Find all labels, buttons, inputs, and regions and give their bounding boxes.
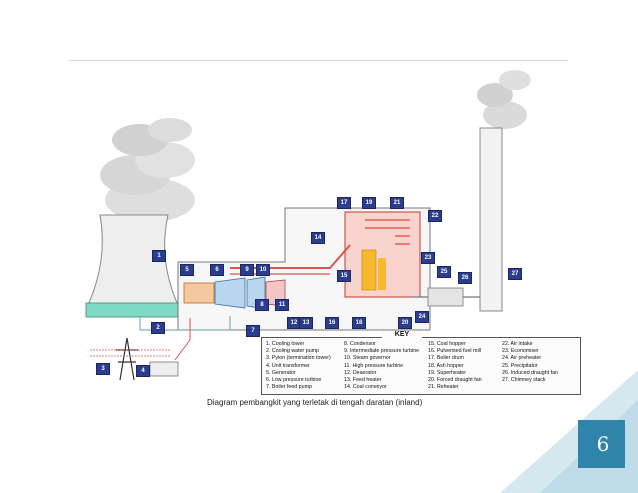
key-item: 11. High pressure turbine bbox=[344, 362, 404, 369]
pylon-icon bbox=[116, 337, 138, 381]
turbine-icon bbox=[214, 277, 246, 309]
marker-26: 26 bbox=[458, 272, 472, 284]
marker-2: 2 bbox=[151, 322, 165, 334]
key-item: 3. Pylon (termination tower) bbox=[266, 355, 331, 362]
page-number: 6 bbox=[596, 432, 610, 456]
marker-25: 25 bbox=[437, 266, 451, 278]
key-item: 25. Precipitator bbox=[502, 362, 538, 369]
marker-11: 11 bbox=[275, 299, 289, 311]
marker-8: 8 bbox=[255, 299, 269, 311]
key-item: 9. Intermediate pressure turbine bbox=[344, 348, 420, 355]
key-item: 15. Coal hopper bbox=[428, 341, 466, 347]
key-item: 16. Pulverised fuel mill bbox=[428, 348, 481, 355]
key-item: 21. Reheater bbox=[428, 384, 459, 391]
marker-4: 4 bbox=[136, 365, 150, 377]
key-column-4: 22. Air intake 23. Economiser 24. Air pr… bbox=[502, 341, 558, 384]
marker-14: 14 bbox=[311, 232, 325, 244]
marker-10: 10 bbox=[256, 264, 270, 276]
marker-23: 23 bbox=[421, 252, 435, 264]
marker-3: 3 bbox=[96, 363, 110, 375]
key-column-3: 15. Coal hopper 16. Pulverised fuel mill… bbox=[428, 341, 482, 391]
marker-7: 7 bbox=[246, 325, 260, 337]
key-item: 24. Air preheater bbox=[502, 355, 542, 362]
key-item: 4. Unit transformer bbox=[266, 362, 310, 369]
marker-19: 19 bbox=[362, 197, 376, 209]
power-plant-diagram bbox=[85, 70, 531, 381]
key-column-1: 1. Cooling tower 2. Cooling water pump 3… bbox=[266, 341, 331, 391]
top-divider bbox=[68, 60, 568, 61]
key-item: 13. Feed heater bbox=[344, 377, 382, 384]
key-item: 6. Low pressure turbine bbox=[266, 377, 322, 384]
marker-22: 22 bbox=[428, 210, 442, 222]
marker-21: 21 bbox=[390, 197, 404, 209]
marker-27: 27 bbox=[508, 268, 522, 280]
key-item: 22. Air intake bbox=[502, 341, 533, 347]
diagram-key: KEY 1. Cooling tower 2. Cooling water pu… bbox=[261, 331, 581, 395]
unit-transformer-icon bbox=[149, 361, 179, 377]
key-item: 14. Coal conveyor bbox=[344, 384, 387, 391]
marker-16: 16 bbox=[325, 317, 339, 329]
key-title: KEY bbox=[382, 331, 422, 338]
marker-24: 24 bbox=[415, 311, 429, 323]
key-item: 18. Ash hopper bbox=[428, 362, 464, 369]
marker-9: 9 bbox=[240, 264, 254, 276]
key-item: 12. Deaerator bbox=[344, 369, 377, 376]
chimney-smoke-icon bbox=[477, 70, 531, 129]
marker-17: 17 bbox=[337, 197, 351, 209]
marker-20: 20 bbox=[398, 317, 412, 329]
marker-1: 1 bbox=[152, 250, 166, 262]
precipitator-icon bbox=[427, 287, 464, 307]
key-item: 2. Cooling water pump bbox=[266, 348, 319, 355]
cooling-tower-steam-icon bbox=[100, 118, 195, 222]
marker-6: 6 bbox=[210, 264, 224, 276]
key-item: 8. Condensor bbox=[344, 341, 376, 347]
key-column-2: 8. Condensor 9. Intermediate pressure tu… bbox=[344, 341, 419, 391]
key-item: 27. Chimney stack bbox=[502, 377, 546, 384]
marker-18: 18 bbox=[352, 317, 366, 329]
key-item: 10. Steam governor bbox=[344, 355, 391, 362]
key-item: 20. Forced draught fan bbox=[428, 377, 482, 384]
key-item: 1. Cooling tower bbox=[266, 341, 305, 347]
diagram-caption: Diagram pembangkit yang terletak di teng… bbox=[207, 398, 423, 407]
key-item: 17. Boiler drum bbox=[428, 355, 464, 362]
generator-icon bbox=[183, 282, 215, 304]
chimney-stack-icon bbox=[479, 127, 503, 312]
key-item: 19. Superheater bbox=[428, 369, 466, 376]
key-item: 5. Generator bbox=[266, 369, 296, 376]
key-item: 7. Boiler feed pump bbox=[266, 384, 312, 391]
key-item: 23. Economiser bbox=[502, 348, 539, 355]
marker-13: 13 bbox=[299, 317, 313, 329]
marker-5: 5 bbox=[180, 264, 194, 276]
key-item: 26. Induced draught fan bbox=[502, 369, 558, 376]
marker-15: 15 bbox=[337, 270, 351, 282]
